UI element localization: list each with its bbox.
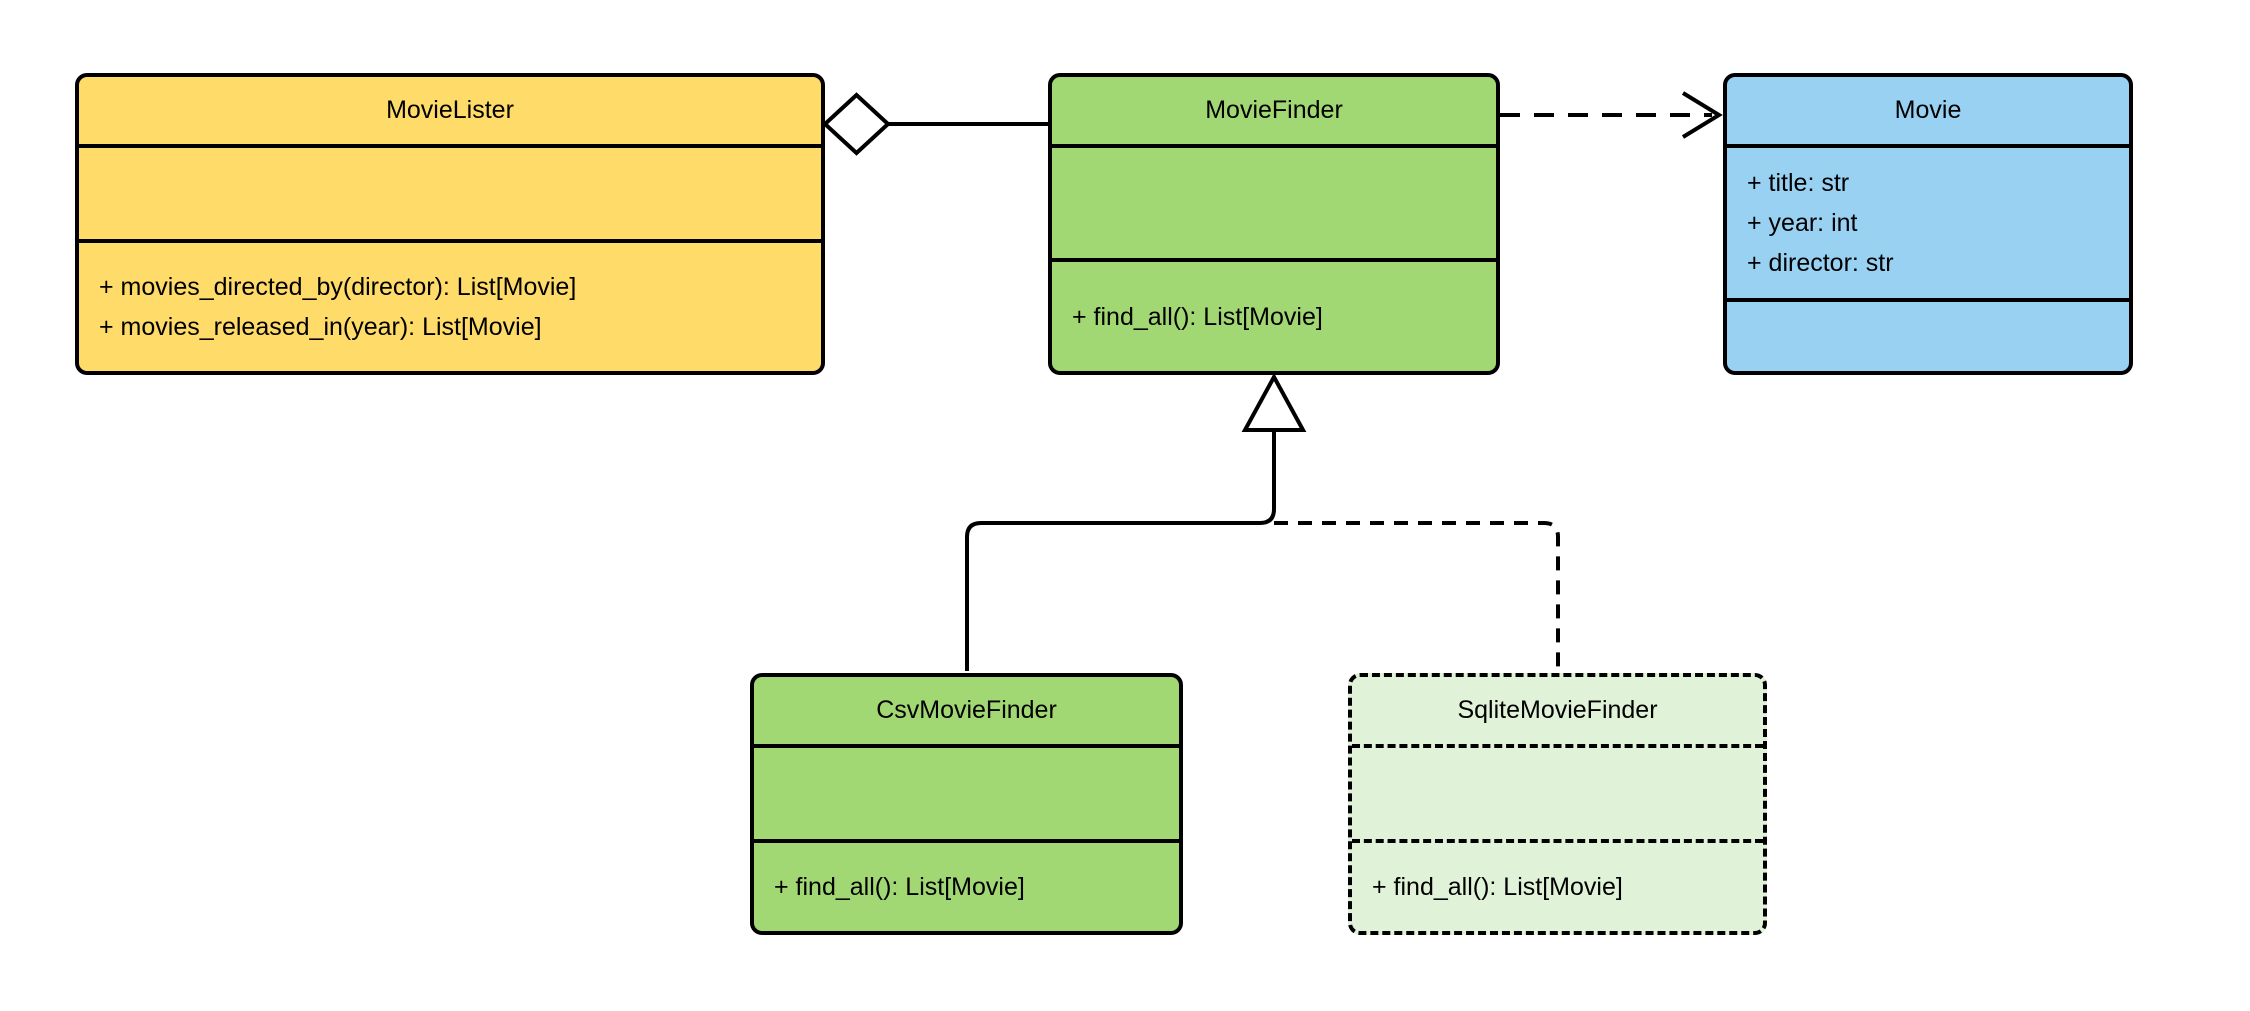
method-entry: + find_all(): List[Movie] [1072, 302, 1323, 331]
attributes-compartment [79, 144, 821, 239]
method-entry: + movies_released_in(year): List[Movie] [99, 313, 542, 341]
attribute-entry: + director: str [1747, 249, 1894, 277]
methods-compartment: + movies_directed_by(director): List[Mov… [79, 239, 821, 371]
attribute-entry: + year: int [1747, 209, 1858, 237]
methods-compartment [1727, 298, 2129, 371]
attribute-entry: + title: str [1747, 169, 1850, 197]
methods-compartment: + find_all(): List[Movie] [1352, 839, 1763, 931]
method-entry: + find_all(): List[Movie] [774, 873, 1025, 901]
class-name: CsvMovieFinder [876, 696, 1057, 724]
attributes-compartment: + title: str + year: int + director: str [1727, 144, 2129, 298]
class-box-movie: Movie + title: str + year: int + directo… [1723, 73, 2133, 375]
class-name: Movie [1894, 96, 1962, 124]
class-name: SqliteMovieFinder [1457, 696, 1658, 724]
generalization-solid-edge [965, 430, 1276, 671]
class-box-movielister: MovieLister + movies_directed_by(directo… [75, 73, 825, 375]
method-entry: + movies_directed_by(director): List[Mov… [99, 273, 577, 301]
class-box-sqlitemoviefinder: SqliteMovieFinder + find_all(): List[Mov… [1348, 673, 1767, 935]
attributes-compartment [1352, 744, 1763, 839]
attributes-compartment [754, 744, 1179, 839]
class-box-csvmoviefinder: CsvMovieFinder + find_all(): List[Movie] [750, 673, 1183, 935]
attributes-compartment [1052, 144, 1496, 258]
methods-compartment: + find_all(): List[Movie] [754, 839, 1179, 931]
generalization-triangle-icon [1241, 372, 1307, 432]
methods-compartment: + find_all(): List[Movie] [1052, 258, 1496, 371]
aggregation-diamond-icon [822, 92, 891, 156]
class-box-moviefinder: MovieFinder + find_all(): List[Movie] [1048, 73, 1500, 375]
class-name: MovieFinder [1205, 96, 1343, 124]
generalization-dashed-edge [1274, 521, 1560, 671]
class-name: MovieLister [386, 96, 514, 124]
dependency-open-arrow-icon [1681, 91, 1723, 139]
method-entry: + find_all(): List[Movie] [1372, 873, 1623, 901]
